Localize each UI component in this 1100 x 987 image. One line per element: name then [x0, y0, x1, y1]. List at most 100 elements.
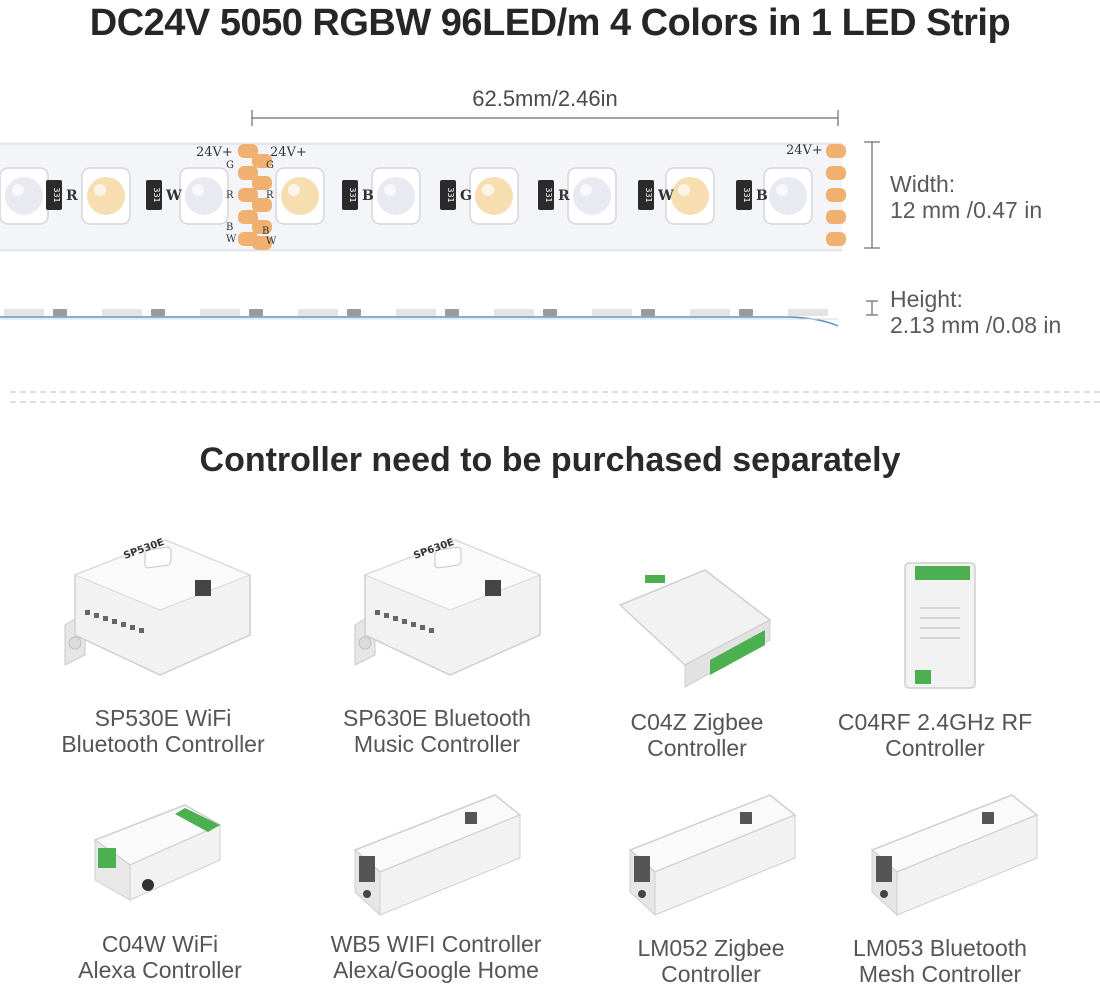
- side-led: [445, 309, 459, 316]
- pad-label-24v: 24V+: [196, 145, 233, 160]
- side-led: [592, 309, 632, 316]
- controller-name-line2: Alexa Controller: [78, 957, 242, 983]
- device-top: [73, 539, 252, 611]
- solder-pad: [252, 176, 272, 190]
- resistor-label: 331: [52, 187, 61, 202]
- device-body: [654, 814, 796, 916]
- led-chip: [0, 167, 49, 225]
- controller-name-line2: Controller: [647, 735, 747, 761]
- controller-image: [870, 794, 1039, 917]
- height-dimension-line: [866, 300, 878, 316]
- side-led: [200, 309, 240, 316]
- led-chip: [665, 167, 715, 225]
- qr-code: [195, 580, 211, 596]
- resistor-label: 331: [544, 187, 553, 202]
- led-chip: [763, 167, 813, 225]
- qr-code: [740, 812, 752, 824]
- channel-letter: R: [558, 188, 570, 204]
- screw-hole: [363, 890, 371, 898]
- power-button: [144, 546, 172, 569]
- side-led: [494, 309, 534, 316]
- resistor: 331 R: [538, 180, 570, 210]
- qr-code: [982, 812, 994, 824]
- side-led: [788, 309, 828, 316]
- width-dimension-line: [864, 141, 880, 249]
- channel-letter: W: [657, 188, 674, 204]
- strip-length-label: 62.5mm/2.46in: [472, 86, 618, 111]
- pad-label-g: G: [226, 160, 234, 171]
- controller-name-line2: Alexa/Google Home: [333, 957, 539, 983]
- led-chip: [81, 167, 131, 225]
- pad-label-r: R: [226, 190, 234, 201]
- side-led: [102, 309, 142, 316]
- terminal-block: [710, 630, 765, 675]
- terminal-screw: [139, 628, 144, 633]
- device-body: [896, 814, 1038, 916]
- controller-image: [618, 569, 772, 688]
- pad-label-r: R: [266, 190, 274, 201]
- side-led: [4, 309, 44, 316]
- side-led: [298, 309, 338, 316]
- controller-name-line1: SP530E WiFi: [94, 705, 232, 731]
- terminal-screw: [402, 619, 407, 624]
- width-label: Width:: [890, 171, 956, 197]
- solder-pad: [826, 232, 846, 246]
- solder-pad: [826, 144, 846, 158]
- screw-hole: [358, 636, 372, 650]
- terminal-screw: [393, 616, 398, 621]
- controller-image: [93, 804, 222, 901]
- resistor-label: 331: [446, 187, 455, 202]
- terminal-screw: [112, 619, 117, 624]
- dc-jack: [142, 879, 154, 891]
- terminal-block: [915, 566, 970, 580]
- terminal-block: [645, 575, 665, 583]
- length-dimension-line: [251, 110, 839, 126]
- led-chip: [371, 167, 421, 225]
- solder-pad: [826, 188, 846, 202]
- terminal-screw: [411, 622, 416, 627]
- terminal-screw: [85, 610, 90, 615]
- connector-port: [634, 856, 650, 882]
- led-chip: [567, 167, 617, 225]
- page-title: DC24V 5050 RGBW 96LED/m 4 Colors in 1 LE…: [89, 2, 1011, 44]
- solder-pad: [238, 210, 258, 224]
- power-button: [434, 546, 462, 569]
- qr-code: [485, 580, 501, 596]
- connector-port: [876, 856, 892, 882]
- screw-hole: [880, 890, 888, 898]
- pad-label-b: B: [262, 226, 269, 237]
- channel-letter: W: [165, 188, 182, 204]
- solder-pad: [826, 166, 846, 180]
- screw-hole: [638, 890, 646, 898]
- width-value: 12 mm /0.47 in: [890, 197, 1043, 223]
- connector-port: [359, 856, 375, 882]
- width-spec: Width: 12 mm /0.47 in: [890, 171, 1042, 223]
- terminal-screw: [121, 622, 126, 627]
- pad-label-w: W: [226, 234, 237, 245]
- pad-label-24v: 24V+: [786, 143, 823, 158]
- section-divider: [10, 391, 1100, 393]
- height-value: 2.13 mm /0.08 in: [890, 312, 1062, 338]
- solder-pad: [252, 236, 272, 250]
- side-led: [543, 309, 557, 316]
- channel-letter: G: [460, 188, 472, 204]
- controller-name-line1: LM052 Zigbee: [637, 935, 785, 961]
- height-spec: Height: 2.13 mm /0.08 in: [890, 286, 1061, 338]
- controller-image: [353, 794, 522, 917]
- controller-name-line2: Controller: [661, 961, 761, 987]
- controller-name-line1: C04RF 2.4GHz RF: [837, 709, 1033, 735]
- solder-pad: [238, 188, 258, 202]
- controller-name-line2: Mesh Controller: [858, 961, 1022, 987]
- pad-label-24v: 24V+: [270, 145, 307, 160]
- device-body: [904, 562, 976, 689]
- led-chip: [275, 167, 325, 225]
